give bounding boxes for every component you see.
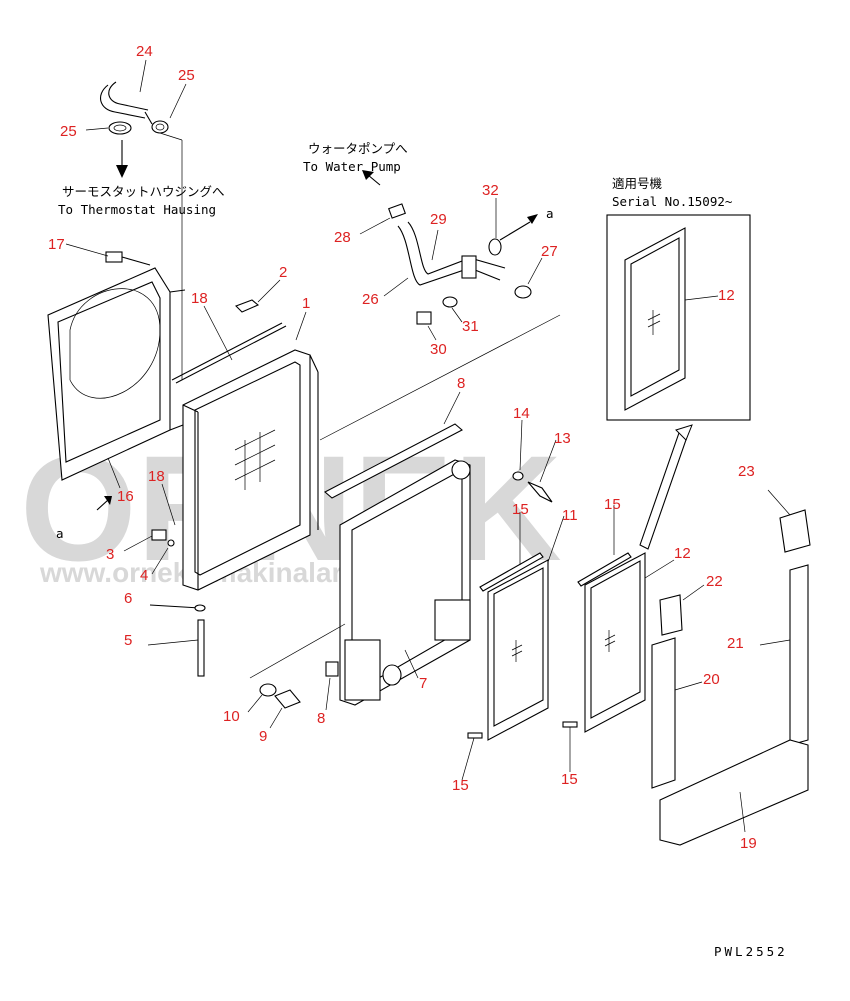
- washer-31: [442, 296, 458, 308]
- callout-12-inset: 12: [718, 287, 735, 304]
- ref-arrow-a-left: [96, 499, 109, 511]
- callout-27: 27: [541, 243, 558, 260]
- leader-lines: [65, 59, 791, 833]
- callout-22: 22: [706, 573, 723, 590]
- ref-arrow-a-right: [499, 221, 531, 241]
- frame-7: [339, 459, 471, 706]
- label-waterpump-jp: ウォータポンプへ: [308, 141, 408, 156]
- label-serial-en: Serial No.15092~: [612, 194, 732, 209]
- cap-2: [235, 299, 260, 313]
- callout-16: 16: [117, 488, 134, 505]
- callout-15-d: 15: [561, 771, 578, 788]
- seal-22: [659, 594, 683, 636]
- callout-11: 11: [562, 507, 578, 524]
- callout-9: 9: [259, 728, 267, 745]
- callout-25-lower: 25: [60, 123, 77, 140]
- label-thermostat-en: To Thermostat Hausing: [58, 202, 216, 217]
- callout-14: 14: [513, 405, 530, 422]
- drain-3: [151, 529, 167, 541]
- callout-numbers: 24 25 25 17 2 18 1 16 18 3 4 6 5 28 29 3…: [48, 43, 757, 852]
- bracket-8: [324, 423, 463, 499]
- callout-24: 24: [136, 43, 153, 60]
- seal-19: [659, 739, 809, 846]
- ref-a-right: a: [546, 206, 554, 221]
- bolt-30: [416, 311, 432, 325]
- clamp-25-upper: [151, 120, 169, 134]
- ring-4: [167, 539, 175, 547]
- callout-4: 4: [140, 567, 148, 584]
- radiator-1: [182, 349, 319, 591]
- rod-5: [197, 619, 205, 677]
- callout-2: 2: [279, 264, 287, 281]
- callout-13: 13: [554, 430, 571, 447]
- callout-3: 3: [106, 546, 114, 563]
- pipe-28: [388, 203, 406, 219]
- callout-30: 30: [430, 341, 447, 358]
- callout-18-top: 18: [191, 290, 208, 307]
- callout-8-bottom: 8: [317, 710, 325, 727]
- callout-12: 12: [674, 545, 691, 562]
- callout-10: 10: [223, 708, 240, 725]
- arrow-to-thermostat-head: [116, 165, 128, 178]
- screen-11: [487, 559, 549, 741]
- seal-23: [779, 509, 811, 553]
- arrow-to-inset: [639, 429, 689, 550]
- washer-10: [259, 683, 277, 697]
- callout-23: 23: [738, 463, 755, 480]
- callout-26: 26: [362, 291, 379, 308]
- callout-17: 17: [48, 236, 65, 253]
- callout-15-a: 15: [512, 501, 529, 518]
- inset-box: [606, 214, 751, 421]
- nut-14: [512, 471, 524, 481]
- callout-29: 29: [430, 211, 447, 228]
- clamp-25-lower: [108, 121, 132, 135]
- seal-20: [651, 637, 676, 789]
- fan-shroud-16: [47, 267, 186, 481]
- pad-8-lower: [325, 661, 339, 677]
- callout-7: 7: [419, 675, 427, 692]
- callout-21: 21: [727, 635, 744, 652]
- callout-32: 32: [482, 182, 499, 199]
- drawing-code: PWL2552: [714, 944, 788, 959]
- callout-20: 20: [703, 671, 720, 688]
- label-thermostat-jp: サーモスタットハウジングへ: [62, 184, 225, 199]
- callout-5: 5: [124, 632, 132, 649]
- seal-15-group: [467, 552, 632, 739]
- bolt-17: [105, 251, 151, 266]
- wingbolt-13: [527, 481, 553, 503]
- arrow-to-waterpump: [362, 170, 374, 180]
- seal-21: [789, 564, 809, 746]
- label-waterpump-en: To Water Pump: [303, 159, 401, 174]
- callout-31: 31: [462, 318, 479, 335]
- callout-19: 19: [740, 835, 757, 852]
- clip-6: [149, 604, 206, 612]
- seal-18-top: [171, 322, 283, 381]
- label-serial-jp: 適用号機: [612, 176, 663, 191]
- clamp-32: [488, 238, 502, 256]
- bolt-9: [274, 689, 301, 709]
- callout-18-side: 18: [148, 468, 165, 485]
- callout-15-b: 15: [604, 496, 621, 513]
- callout-15-c: 15: [452, 777, 469, 794]
- callout-8-top: 8: [457, 375, 465, 392]
- callout-6: 6: [124, 590, 132, 607]
- hose-24: [100, 81, 153, 125]
- ref-a-left: a: [56, 526, 64, 541]
- callout-1: 1: [302, 295, 310, 312]
- callout-28: 28: [334, 229, 351, 246]
- callout-25-upper: 25: [178, 67, 195, 84]
- hose-26-29: [397, 221, 506, 286]
- screen-12-lower: [584, 552, 646, 733]
- clamp-27: [514, 285, 532, 299]
